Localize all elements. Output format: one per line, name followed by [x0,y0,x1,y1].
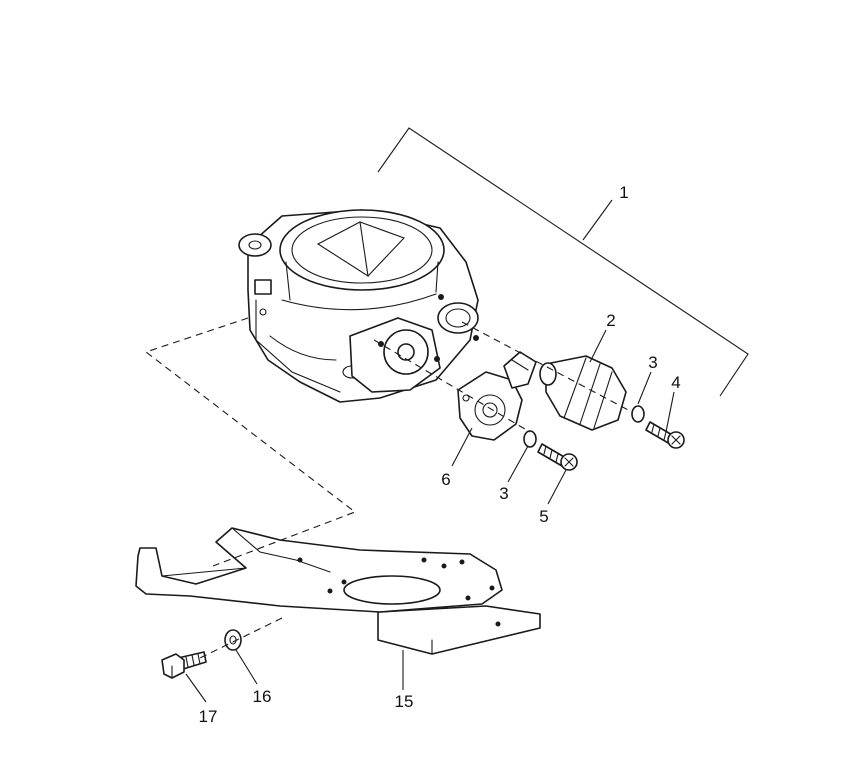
callout-6: 6 [441,470,450,489]
washer-upper [631,405,645,423]
callout-4: 4 [671,373,680,392]
callout-1: 1 [619,183,628,202]
callout-3-lower: 3 [499,484,508,503]
assembly-lines [144,317,633,659]
callout-16: 16 [253,687,272,706]
mounting-bolt [161,651,207,679]
washer-lower [523,430,537,448]
callout-3-upper: 3 [648,353,657,372]
screw-upper [645,421,685,449]
leader-lines [185,329,675,703]
callout-labels: 1 2 3 4 6 3 5 15 16 17 [199,183,681,726]
throttle-body [238,209,479,403]
control-motor-part [539,355,627,431]
callout-17: 17 [199,707,218,726]
washer-bolt [224,629,242,651]
callout-15: 15 [395,692,414,711]
assembly-bracket [377,127,749,397]
position-sensor-part [457,351,537,441]
callout-5: 5 [539,507,548,526]
mounting-bracket [135,527,541,655]
screw-lower [537,443,578,471]
callout-2: 2 [606,311,615,330]
